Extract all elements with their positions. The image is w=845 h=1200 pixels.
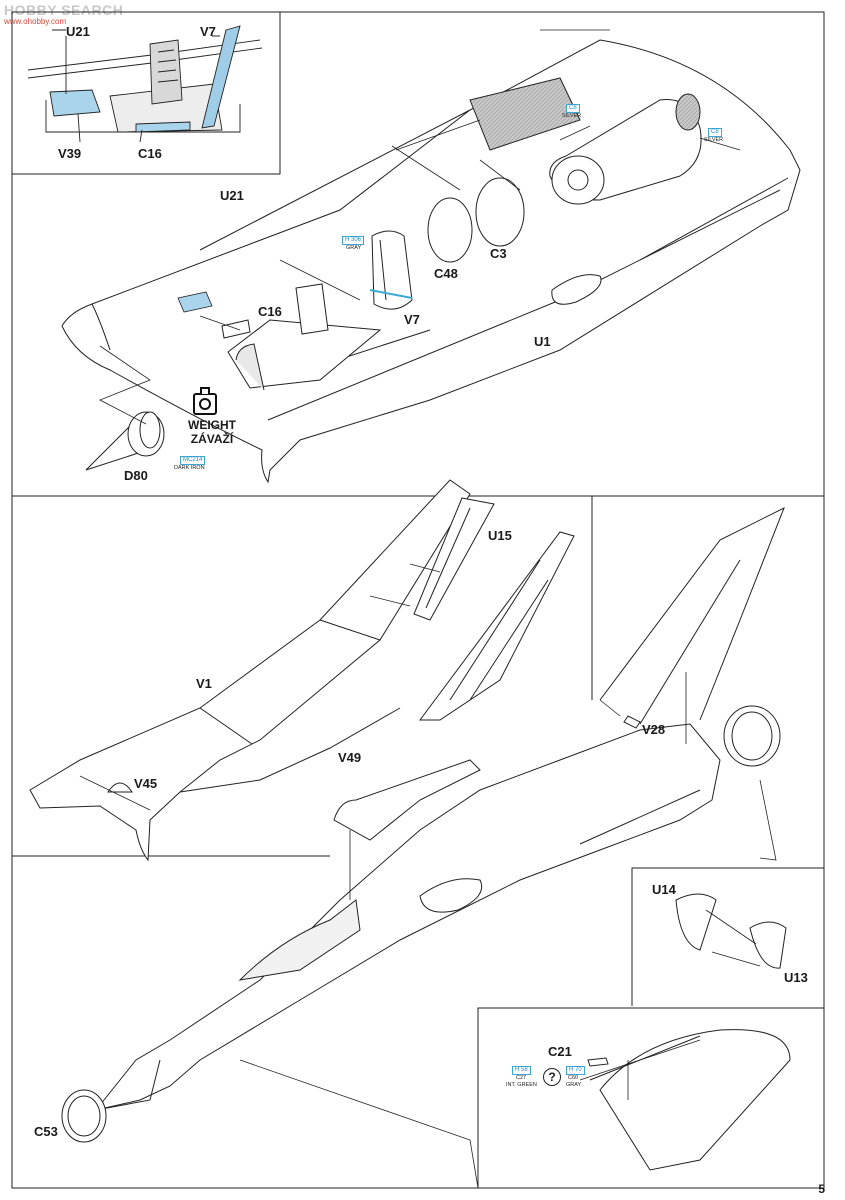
label-c16: C16 [258, 304, 282, 319]
label-u1: U1 [534, 334, 551, 349]
label-u21: U21 [220, 188, 244, 203]
label-c48: C48 [434, 266, 458, 281]
callout-h306-name: GRAY [346, 245, 362, 251]
label-u13: U13 [784, 970, 808, 985]
cockpit-tub-c16 [221, 283, 382, 391]
part-u13 [749, 921, 787, 969]
callout-h70-code2: C60 [568, 1075, 579, 1081]
label-v1: V1 [196, 676, 212, 691]
bulkhead-c48 [427, 197, 473, 263]
canopy-frame-v7 [369, 230, 413, 310]
watermark-text: HOBBY SEARCH [4, 2, 124, 18]
label-u15: U15 [488, 528, 512, 543]
label-inset-u21: U21 [66, 24, 90, 39]
label-inset-v7: V7 [200, 24, 216, 39]
callout-h58-code2: C27 [516, 1075, 527, 1081]
v7-canopy-frame [201, 25, 241, 129]
part-v28 [623, 715, 641, 729]
assembly-lines-1 [99, 29, 741, 425]
weight-label: WEIGHT ZÁVAŽÍ [188, 418, 236, 446]
callout-c8-panel-code: C8 [566, 104, 580, 113]
part-v45 [107, 782, 133, 793]
callout-mc214-code: MC214 [180, 456, 206, 465]
engine-nozzle-c8 [549, 93, 702, 205]
section-frames [11, 11, 825, 1189]
fuselage-half-v1 [29, 479, 471, 862]
label-c53: C53 [34, 1124, 58, 1139]
callout-mc214-name: DARK IRON [174, 465, 205, 471]
section-2-frame [12, 496, 593, 857]
nose-ring-c53 [61, 1089, 107, 1143]
fuselage-assembled [94, 506, 785, 1111]
label-c21: C21 [548, 1044, 572, 1059]
silver-panel-c8 [469, 77, 581, 151]
label-v7: V7 [404, 312, 420, 327]
weight-icon [193, 387, 217, 415]
help-question-icon: ? [543, 1068, 561, 1086]
u1-air-intake [551, 274, 602, 305]
weight-line-1: WEIGHT [188, 418, 236, 432]
tail-fin-v49 [419, 531, 575, 721]
inset-top-left-frame [12, 12, 281, 175]
nose-cone-d80 [85, 411, 165, 471]
label-c3: C3 [490, 246, 507, 261]
assembly-lines-2 [79, 563, 777, 1189]
canopy-inset [587, 1029, 791, 1171]
label-u14: U14 [652, 882, 676, 897]
label-v45: V45 [134, 776, 158, 791]
weight-line-2: ZÁVAŽÍ [190, 432, 234, 446]
watermark-subtext: www.ohobby.com [4, 17, 67, 26]
inset-u13-frame [631, 867, 824, 1006]
label-inset-c16: C16 [138, 146, 162, 161]
part-u14 [675, 893, 717, 951]
callout-c8-nozzle-name: SILVER [704, 137, 724, 143]
callout-h58-name: INT. GREEN [506, 1082, 537, 1088]
callout-c8-nozzle-code: C8 [708, 128, 722, 137]
callout-h70-name: GRAY [566, 1082, 582, 1088]
label-d80: D80 [124, 468, 148, 483]
page-number: 5 [818, 1182, 825, 1196]
label-v28: V28 [642, 722, 666, 737]
callout-h58-code: H 58 [512, 1066, 531, 1075]
rudder-u15 [413, 497, 495, 621]
label-inset-v39: V39 [58, 146, 82, 161]
page-border [11, 11, 825, 1189]
callout-c8-panel-name: SILVER [562, 113, 582, 119]
label-v49: V49 [338, 750, 362, 765]
cockpit-opening [238, 899, 361, 981]
v39-part [49, 89, 101, 117]
bulkhead-c3 [475, 177, 525, 247]
callout-h70-code: H 70 [566, 1066, 585, 1075]
cockpit-detail-inset [27, 25, 263, 143]
seat-frame [149, 39, 183, 105]
inset-canopy-frame [477, 1007, 824, 1188]
c16-blue-part [177, 291, 213, 313]
callout-h306-code: H 306 [342, 236, 365, 245]
nozzle-ring [723, 705, 781, 767]
